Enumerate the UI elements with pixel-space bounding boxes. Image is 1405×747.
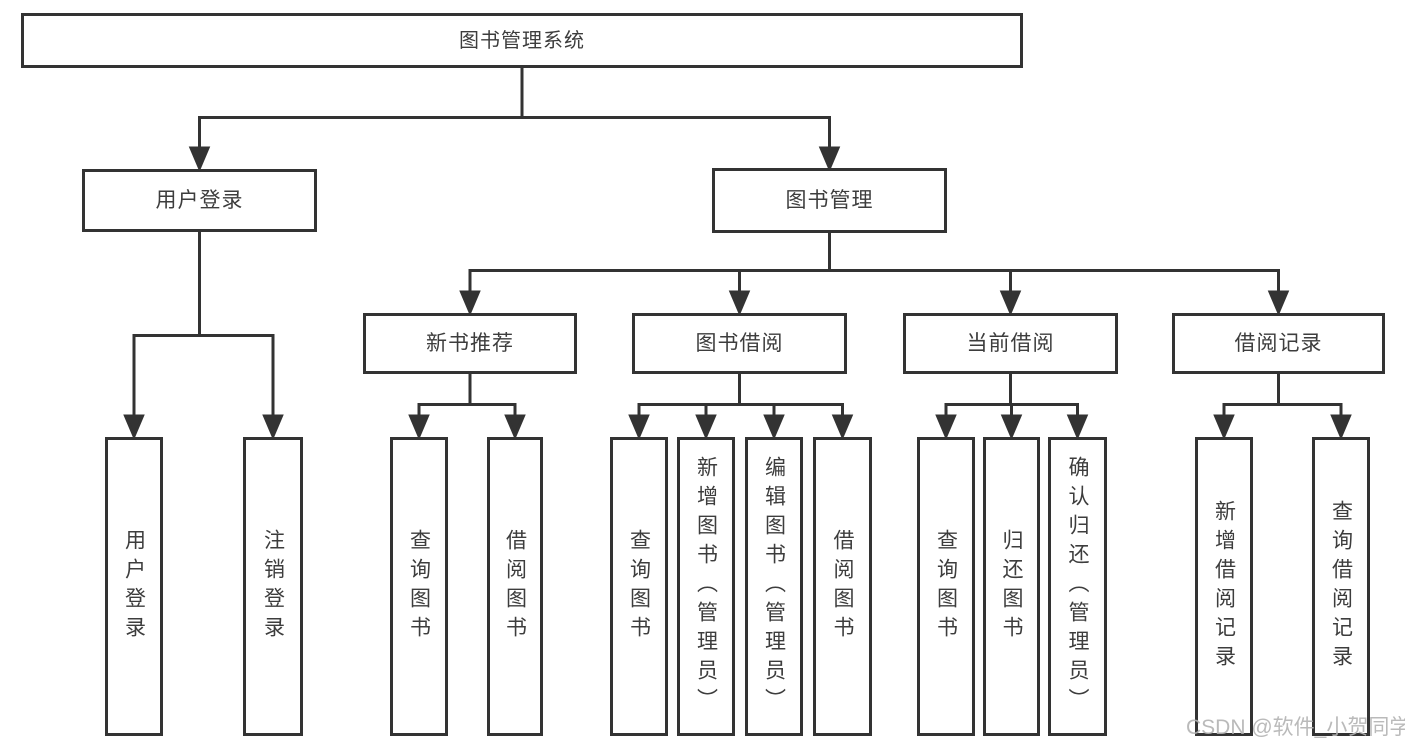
node-book-management-label: 图书管理	[785, 189, 874, 212]
leaf-bb-add-books-admin: 新增图书（管理员）	[677, 437, 735, 736]
connector-root-to-level2	[188, 68, 841, 172]
leaf-cb-confirm-return-admin: 确认归还（管理员）	[1048, 437, 1107, 736]
node-root-library-system: 图书管理系统	[21, 13, 1023, 68]
leaf-bb-query-books: 查询图书	[610, 437, 668, 736]
leaf-br-add-record: 新增借阅记录	[1195, 437, 1253, 736]
leaf-br-query-record-label: 查询借阅记录	[1329, 499, 1353, 674]
node-current-borrowing: 当前借阅	[903, 313, 1118, 374]
leaf-logout-label: 注销登录	[261, 528, 285, 645]
leaf-user-login-label: 用户登录	[122, 528, 146, 645]
leaf-cb-return-books-label: 归还图书	[1000, 528, 1023, 645]
csdn-watermark: CSDN @软件_小贺同学	[1186, 716, 1405, 739]
leaf-bb-borrow-books: 借阅图书	[813, 437, 872, 736]
leaf-bb-borrow-books-label: 借阅图书	[831, 528, 854, 645]
leaf-br-add-record-label: 新增借阅记录	[1212, 499, 1236, 674]
node-root-label: 图书管理系统	[459, 29, 585, 52]
connector-new-books-children	[408, 374, 526, 440]
node-book-borrowing: 图书借阅	[632, 313, 847, 374]
leaf-user-login: 用户登录	[105, 437, 163, 736]
leaf-bb-edit-books-admin: 编辑图书（管理员）	[745, 437, 803, 736]
connector-current-borrow-children	[935, 374, 1089, 440]
leaf-nb-query-books: 查询图书	[390, 437, 448, 736]
node-book-management: 图书管理	[712, 168, 947, 233]
node-user-login: 用户登录	[82, 169, 317, 232]
leaf-cb-confirm-return-admin-label: 确认归还（管理员）	[1066, 456, 1089, 717]
leaf-cb-return-books: 归还图书	[983, 437, 1040, 736]
leaf-cb-query-books-label: 查询图书	[934, 528, 958, 645]
leaf-nb-borrow-books: 借阅图书	[487, 437, 543, 736]
node-new-book-recommend-label: 新书推荐	[426, 332, 514, 355]
node-new-book-recommend: 新书推荐	[363, 313, 577, 374]
connector-user-login-children	[123, 232, 284, 440]
connector-book-mgmt-children	[459, 233, 1290, 316]
leaf-nb-borrow-books-label: 借阅图书	[503, 528, 527, 645]
leaf-logout: 注销登录	[243, 437, 303, 736]
leaf-nb-query-books-label: 查询图书	[407, 528, 431, 645]
node-current-borrowing-label: 当前借阅	[966, 332, 1055, 355]
node-book-borrowing-label: 图书借阅	[695, 332, 784, 355]
leaf-bb-query-books-label: 查询图书	[627, 528, 651, 645]
leaf-br-query-record: 查询借阅记录	[1312, 437, 1370, 736]
connector-book-borrow-children	[628, 374, 854, 440]
node-borrow-records: 借阅记录	[1172, 313, 1385, 374]
node-user-login-label: 用户登录	[155, 189, 244, 212]
node-borrow-records-label: 借阅记录	[1234, 332, 1323, 355]
connector-borrow-records-children	[1213, 374, 1352, 440]
leaf-cb-query-books: 查询图书	[917, 437, 975, 736]
leaf-bb-add-books-admin-label: 新增图书（管理员）	[694, 456, 718, 717]
leaf-bb-edit-books-admin-label: 编辑图书（管理员）	[762, 456, 786, 717]
